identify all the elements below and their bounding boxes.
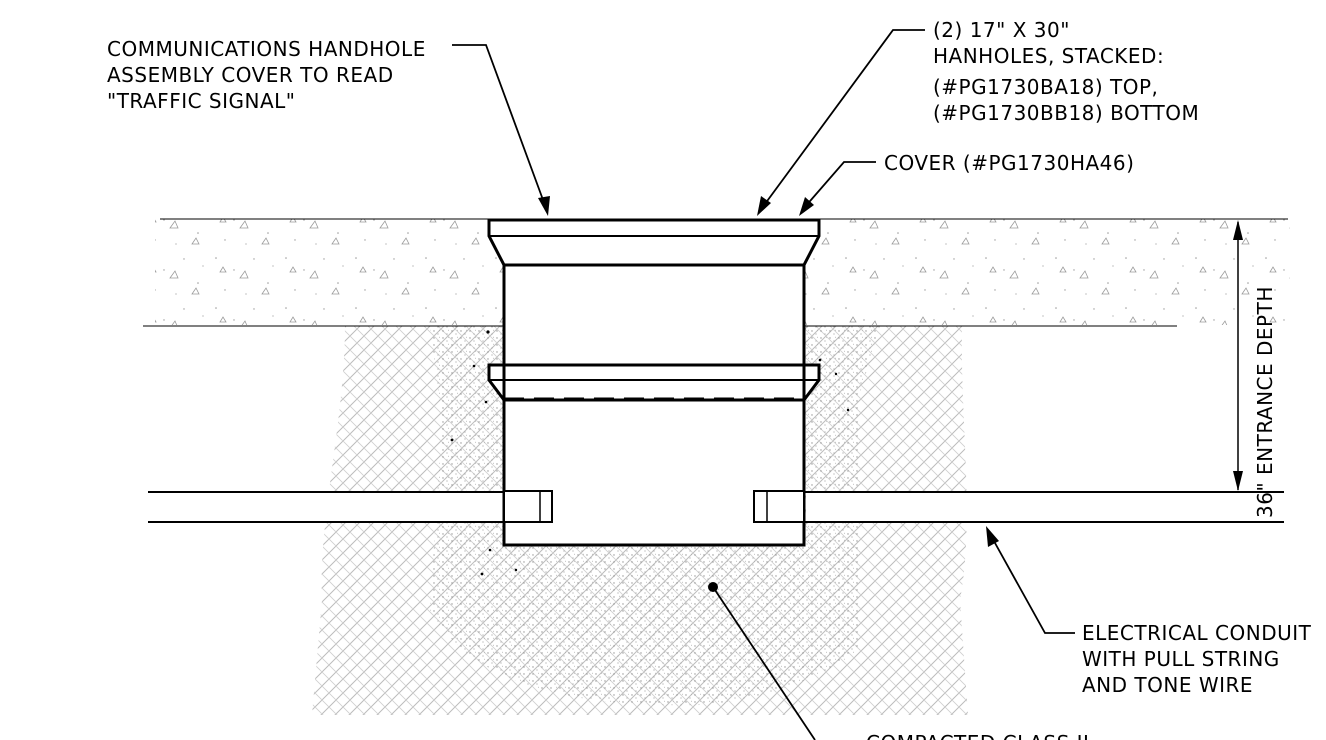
label-cover: COVER (#PG1730HA46) [884, 151, 1134, 175]
conduit-end-left [503, 490, 553, 523]
label-bedding: COMPACTED CLASS II [866, 731, 1089, 740]
leader-dot [708, 582, 718, 592]
leader-handhole-cover [452, 44, 547, 209]
label-line: ASSEMBLY COVER TO READ [107, 63, 394, 87]
conduit-left [148, 491, 504, 523]
label-line: COMMUNICATIONS HANDHOLE [107, 37, 426, 61]
label-conduit: ELECTRICAL CONDUIT WITH PULL STRING AND … [1082, 621, 1312, 697]
entrance-depth-label: 36" ENTRANCE DEPTH [1253, 286, 1277, 518]
label-line: (#PG1730BA18) TOP, [933, 75, 1158, 99]
label-line: (#PG1730BB18) BOTTOM [933, 101, 1199, 125]
label-stacked-handholes: (2) 17" X 30" HANHOLES, STACKED: (#PG173… [933, 18, 1199, 125]
conduit-end-right [753, 490, 805, 523]
conduit-right [804, 491, 1284, 523]
label-handhole-cover: COMMUNICATIONS HANDHOLE ASSEMBLY COVER T… [107, 37, 426, 113]
leader-conduit [989, 533, 1075, 634]
label-line: "TRAFFIC SIGNAL" [107, 89, 296, 113]
label-line: AND TONE WIRE [1082, 673, 1253, 697]
label-line: WITH PULL STRING [1082, 647, 1280, 671]
label-line: (2) 17" X 30" [933, 18, 1070, 42]
leader-bedding [712, 586, 816, 740]
leader-cover [803, 161, 876, 209]
label-line: ELECTRICAL CONDUIT [1082, 621, 1312, 645]
entrance-depth-dimension: 36" ENTRANCE DEPTH [1233, 220, 1277, 518]
handhole-assembly [487, 218, 821, 547]
leaders [452, 29, 1075, 740]
label-line: HANHOLES, STACKED: [933, 44, 1164, 68]
leader-stacked-handholes [761, 29, 925, 209]
